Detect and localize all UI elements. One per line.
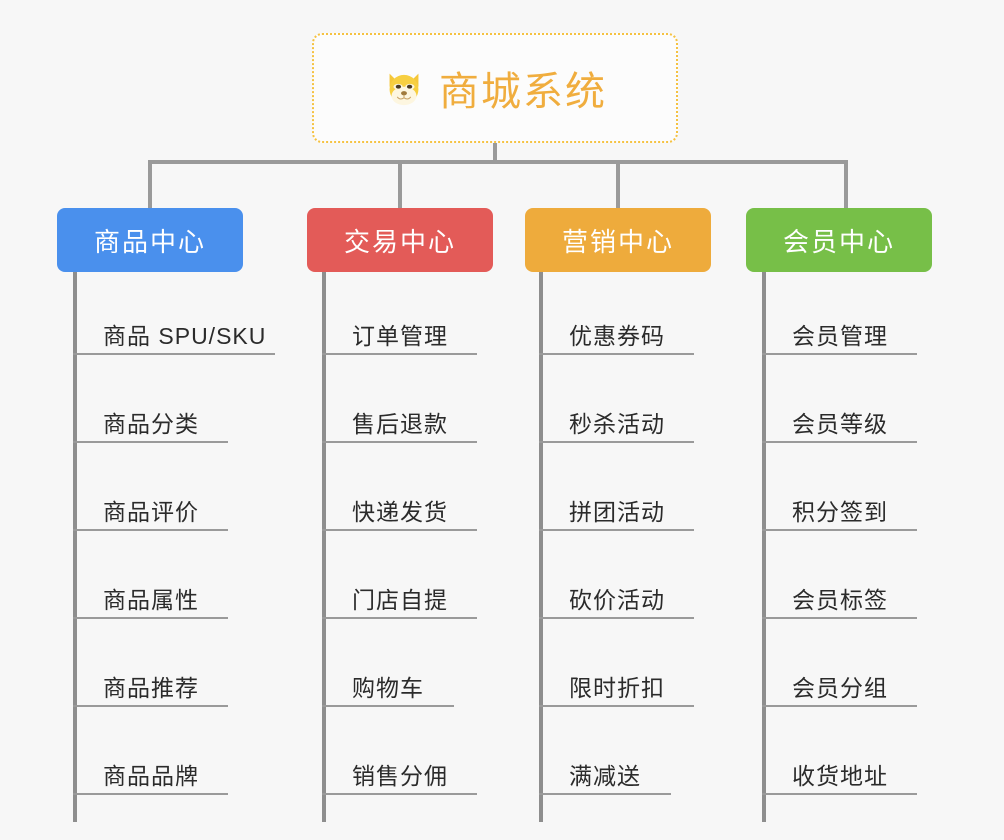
- connector-drop-4: [844, 160, 848, 208]
- leaf-item[interactable]: 会员等级: [762, 355, 917, 443]
- root-title: 商城系统: [439, 70, 607, 114]
- connector-horizontal-bus: [148, 160, 848, 164]
- leaf-label: 售后退款: [352, 410, 448, 437]
- leaf-item[interactable]: 砍价活动: [539, 531, 694, 619]
- leaf-label: 商品评价: [103, 498, 199, 525]
- leaf-item[interactable]: 快递发货: [322, 443, 477, 531]
- leaf-item[interactable]: 商品分类: [73, 355, 228, 443]
- connector-drop-3: [616, 160, 620, 208]
- leaf-item[interactable]: 收货地址: [762, 707, 917, 795]
- leaf-label: 限时折扣: [569, 674, 665, 701]
- leaf-label: 砍价活动: [569, 586, 665, 613]
- leaf-label: 会员分组: [792, 674, 888, 701]
- leaf-label: 优惠券码: [569, 322, 665, 349]
- category-label: 会员中心: [782, 226, 895, 257]
- category-label: 交易中心: [343, 226, 456, 257]
- leaf-label: 商品属性: [103, 586, 199, 613]
- leaf-label: 快递发货: [352, 498, 448, 525]
- leaf-label: 门店自提: [352, 586, 448, 613]
- leaf-label: 商品分类: [103, 410, 199, 437]
- leaf-label: 商品 SPU/SKU: [103, 322, 267, 349]
- leaf-item[interactable]: 秒杀活动: [539, 355, 694, 443]
- category-label: 营销中心: [561, 226, 674, 257]
- root-node[interactable]: 商城系统: [312, 33, 678, 143]
- dog-face-icon: [383, 67, 425, 109]
- spine-member-center: [762, 272, 766, 822]
- leaf-label: 商品推荐: [103, 674, 199, 701]
- leaf-item[interactable]: 会员分组: [762, 619, 917, 707]
- leaf-item[interactable]: 商品推荐: [73, 619, 228, 707]
- leaf-label: 秒杀活动: [569, 410, 665, 437]
- leaf-item[interactable]: 商品 SPU/SKU: [73, 267, 275, 355]
- leaf-label: 销售分佣: [352, 762, 448, 789]
- leaf-label: 购物车: [352, 674, 424, 701]
- connector-drop-2: [398, 160, 402, 208]
- leaf-item[interactable]: 订单管理: [322, 267, 477, 355]
- leaf-item[interactable]: 售后退款: [322, 355, 477, 443]
- leaf-label: 会员管理: [792, 322, 888, 349]
- leaf-item[interactable]: 商品评价: [73, 443, 228, 531]
- category-box-trade-center[interactable]: 交易中心: [307, 208, 493, 272]
- category-box-member-center[interactable]: 会员中心: [746, 208, 932, 272]
- leaf-item[interactable]: 购物车: [322, 619, 454, 707]
- leaf-label: 商品品牌: [103, 762, 199, 789]
- leaf-item[interactable]: 商品属性: [73, 531, 228, 619]
- leaf-item[interactable]: 限时折扣: [539, 619, 694, 707]
- leaf-item[interactable]: 会员标签: [762, 531, 917, 619]
- leaf-label: 会员标签: [792, 586, 888, 613]
- leaf-label: 积分签到: [792, 498, 888, 525]
- leaf-item[interactable]: 门店自提: [322, 531, 477, 619]
- connector-drop-1: [148, 160, 152, 208]
- leaf-label: 会员等级: [792, 410, 888, 437]
- leaf-item[interactable]: 拼团活动: [539, 443, 694, 531]
- leaf-item[interactable]: 会员管理: [762, 267, 917, 355]
- connector-root-stem: [493, 143, 497, 162]
- category-box-marketing-center[interactable]: 营销中心: [525, 208, 711, 272]
- category-box-product-center[interactable]: 商品中心: [57, 208, 243, 272]
- leaf-label: 满减送: [569, 762, 641, 789]
- leaf-item[interactable]: 满减送: [539, 707, 671, 795]
- leaf-label: 拼团活动: [569, 498, 665, 525]
- spine-marketing-center: [539, 272, 543, 822]
- leaf-item[interactable]: 商品品牌: [73, 707, 228, 795]
- category-label: 商品中心: [93, 226, 206, 257]
- spine-product-center: [73, 272, 77, 822]
- leaf-label: 收货地址: [792, 762, 888, 789]
- leaf-item[interactable]: 积分签到: [762, 443, 917, 531]
- leaf-item[interactable]: 销售分佣: [322, 707, 477, 795]
- leaf-item[interactable]: 优惠券码: [539, 267, 694, 355]
- spine-trade-center: [322, 272, 326, 822]
- leaf-label: 订单管理: [352, 322, 448, 349]
